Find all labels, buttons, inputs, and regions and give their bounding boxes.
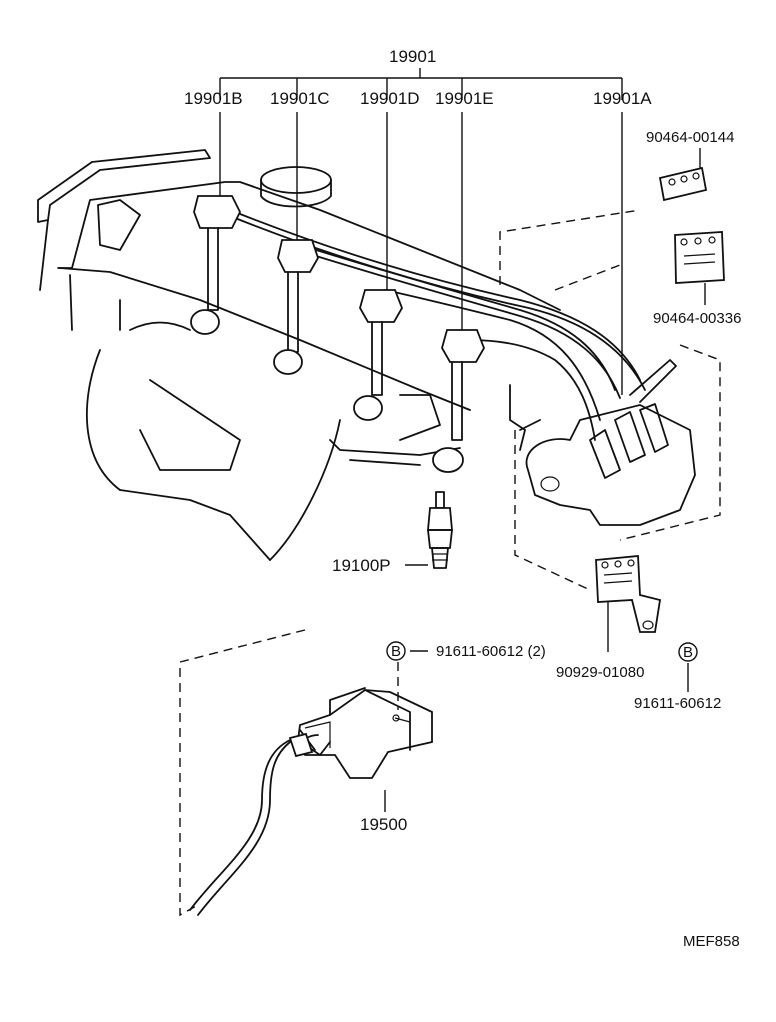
label-wire-b: 19901B — [184, 89, 243, 108]
label-bolt-right: 91611-60612 — [634, 695, 721, 712]
wire-boot-e — [432, 329, 485, 473]
distributor-dashed-boundary — [499, 209, 721, 591]
label-wire-e: 19901E — [435, 89, 494, 108]
coil-lead-dashed-route — [179, 629, 306, 917]
label-wire-a: 19901A — [593, 89, 652, 108]
ignition-coil — [189, 687, 433, 916]
label-figure-code: MEF858 — [683, 933, 740, 950]
bolt-marker-left: B — [386, 641, 406, 661]
engine-outline — [37, 149, 561, 561]
label-spark-plug: 19100P — [332, 556, 391, 575]
bolt-marker-left-letter: B — [391, 643, 401, 660]
bolt-marker-right-letter: B — [683, 644, 693, 661]
label-wire-set: 19901 — [389, 47, 436, 66]
clamp-90929-01080 — [595, 555, 662, 652]
spark-plug — [405, 491, 453, 569]
callout-leaders — [219, 68, 689, 692]
bolt-marker-right: B — [678, 642, 698, 662]
label-coil: 19500 — [360, 815, 407, 834]
distributor — [525, 359, 696, 526]
wire-boot-c — [273, 239, 319, 375]
label-wire-d: 19901D — [360, 89, 420, 108]
wire-boot-d — [353, 289, 403, 421]
label-clamp-top: 90464-00144 — [646, 129, 734, 146]
label-wire-c: 19901C — [270, 89, 330, 108]
oil-filler-cap — [260, 166, 332, 208]
label-clamp-low: 90929-01080 — [556, 664, 644, 681]
label-bolt-left: 91611-60612 (2) — [436, 643, 546, 660]
clamp-90464-00144 — [658, 148, 708, 202]
label-clamp-mid: 90464-00336 — [653, 310, 741, 327]
wire-boot-b — [190, 195, 242, 335]
clamp-90464-00336 — [674, 231, 725, 305]
